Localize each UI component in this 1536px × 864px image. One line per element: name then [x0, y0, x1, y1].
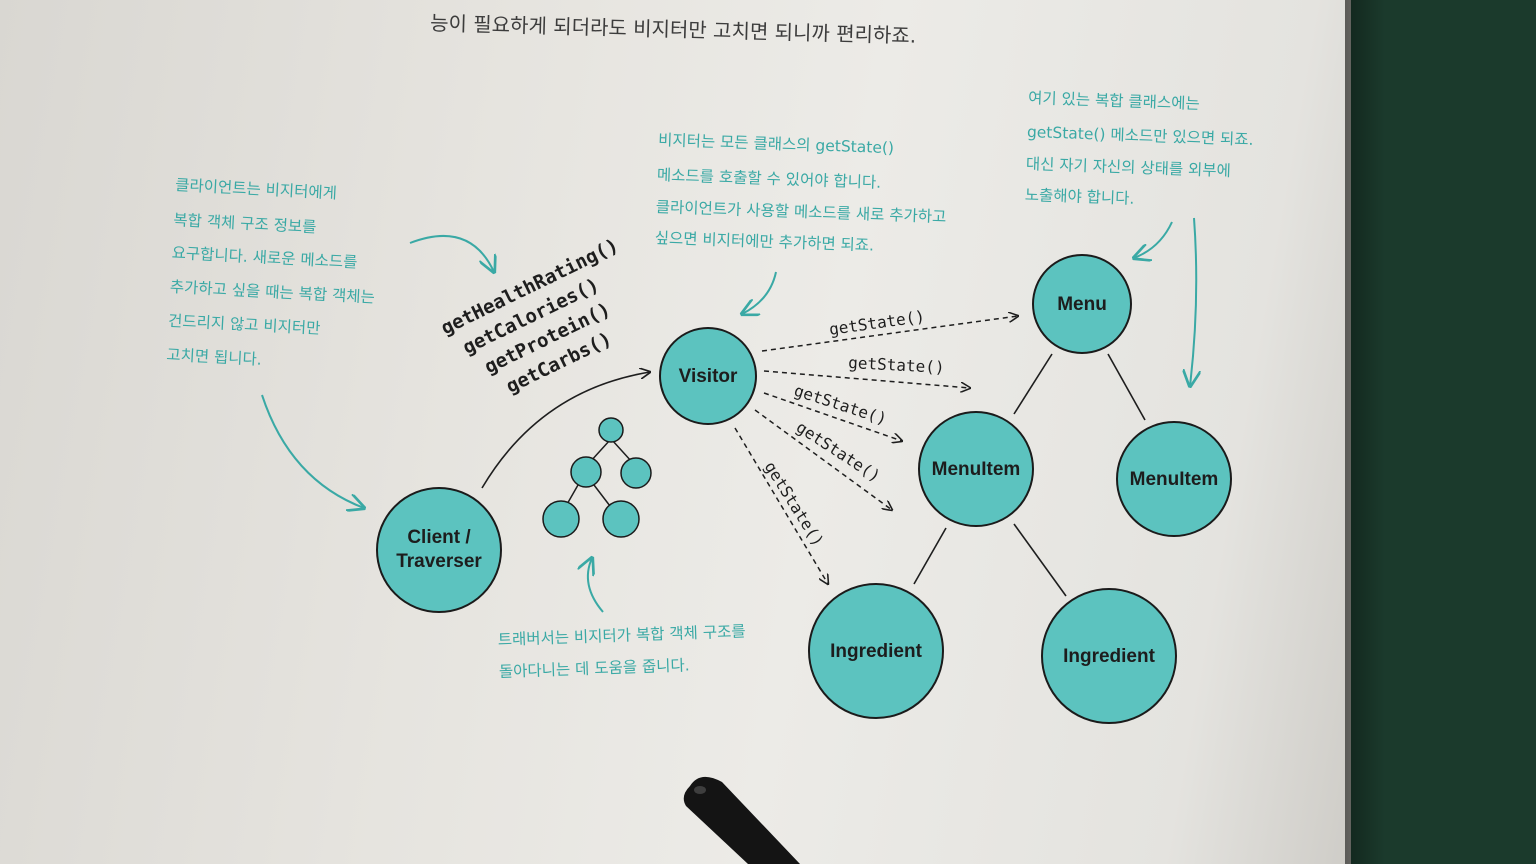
- getstate-arrow-menu: [761, 316, 1018, 352]
- ingredient-right-node: Ingredient: [1041, 588, 1177, 724]
- getstate-arrow-ingredient-left: [734, 427, 828, 584]
- menuitem-right-label: MenuItem: [1130, 469, 1219, 490]
- visitor-node: Visitor: [659, 327, 757, 425]
- composite-tree-icon: [542, 417, 652, 538]
- composite-note-arrow-menu: [1134, 221, 1173, 258]
- visitor-note-line: 메소드를 호출할 수 있어야 합니다.: [657, 166, 882, 192]
- client-note-arrow-top: [409, 235, 494, 272]
- composite-note-line: 여기 있는 복합 클래스에는: [1028, 89, 1200, 113]
- getstate-arrow-menuitem-left: [763, 370, 970, 388]
- menuitem-left-label: MenuItem: [932, 459, 1021, 480]
- ingredient-left-node: Ingredient: [808, 583, 944, 719]
- getstate-label: getState(): [828, 307, 926, 339]
- traverser-note-arrow: [588, 558, 604, 613]
- menuitem-left-node: MenuItem: [918, 411, 1034, 527]
- getstate-arrow-ingredient-right: [754, 409, 892, 510]
- getstate-label: getState(): [761, 458, 828, 550]
- getstate-arrow-menuitem-right: [763, 392, 902, 441]
- client-note-line: 복합 객체 구조 정보를: [173, 211, 317, 236]
- page-edge-shadow: [1345, 0, 1385, 864]
- client-node-label: Traverser: [396, 551, 482, 572]
- client-note-line: 클라이언트는 비지터에게: [175, 176, 338, 202]
- traverser-note-line: 트래버서는 비지터가 복합 객체 구조를: [498, 622, 746, 649]
- client-note-line: 추가하고 싶을 때는 복합 객체는: [169, 278, 375, 307]
- visitor-note-line: 싶으면 비지터에만 추가하면 되죠.: [654, 229, 874, 255]
- top-paragraph-text: 능이 필요하게 되더라도 비지터만 고치면 되니까 편리하죠.: [430, 11, 917, 48]
- client-note-arrow-bottom: [261, 394, 364, 508]
- visitor-node-label: Visitor: [679, 366, 738, 387]
- traverser-note-line: 돌아다니는 데 도움을 줍니다.: [499, 656, 690, 681]
- menu-node-label: Menu: [1057, 294, 1107, 315]
- edge-menuitem-ingredient-right: [1013, 523, 1067, 597]
- visitor-note-arrow: [742, 271, 777, 314]
- traverser-note: 트래버서는 비지터가 복합 객체 구조를 돌아다니는 데 도움을 줍니다.: [498, 622, 746, 681]
- client-node-label: Client /: [407, 527, 471, 548]
- pen-icon: [683, 776, 800, 864]
- composite-note: 여기 있는 복합 클래스에는 getState() 메소드만 있으면 되죠. 대…: [1024, 89, 1254, 208]
- client-note-line: 요구합니다. 새로운 메소드를: [171, 244, 358, 272]
- client-traverser-node: Client / Traverser: [376, 487, 502, 613]
- client-to-visitor-arrow: [481, 372, 650, 489]
- client-note: 클라이언트는 비지터에게 복합 객체 구조 정보를 요구합니다. 새로운 메소드…: [166, 176, 375, 369]
- visitor-note: 비지터는 모든 클래스의 getState() 메소드를 호출할 수 있어야 합…: [654, 131, 947, 255]
- edge-menu-menuitem-left: [1013, 353, 1053, 415]
- edge-menu-menuitem-right: [1107, 353, 1146, 421]
- getstate-label: getState(): [848, 353, 945, 377]
- getstate-label: getState(): [793, 417, 884, 485]
- composite-note-arrow-menuitem: [1190, 217, 1196, 386]
- composite-note-line: getState() 메소드만 있으면 되죠.: [1027, 123, 1254, 149]
- composite-note-line: 노출해야 합니다.: [1024, 186, 1134, 208]
- edge-menuitem-ingredient-left: [913, 527, 947, 585]
- menu-node: Menu: [1032, 254, 1132, 354]
- ingredient-left-label: Ingredient: [830, 641, 923, 662]
- visitor-note-line: 비지터는 모든 클래스의 getState(): [658, 131, 894, 157]
- menuitem-right-node: MenuItem: [1116, 421, 1232, 537]
- client-note-line: 고치면 됩니다.: [166, 346, 262, 369]
- visitor-note-line: 클라이언트가 사용할 메소드를 새로 추가하고: [656, 198, 947, 226]
- method-list: getHealthRating() getCalories() getProte…: [438, 234, 622, 397]
- composite-note-line: 대신 자기 자신의 상태를 외부에: [1026, 155, 1232, 180]
- client-note-line: 건드리지 않고 비지터만: [168, 312, 321, 338]
- ingredient-right-label: Ingredient: [1063, 646, 1156, 667]
